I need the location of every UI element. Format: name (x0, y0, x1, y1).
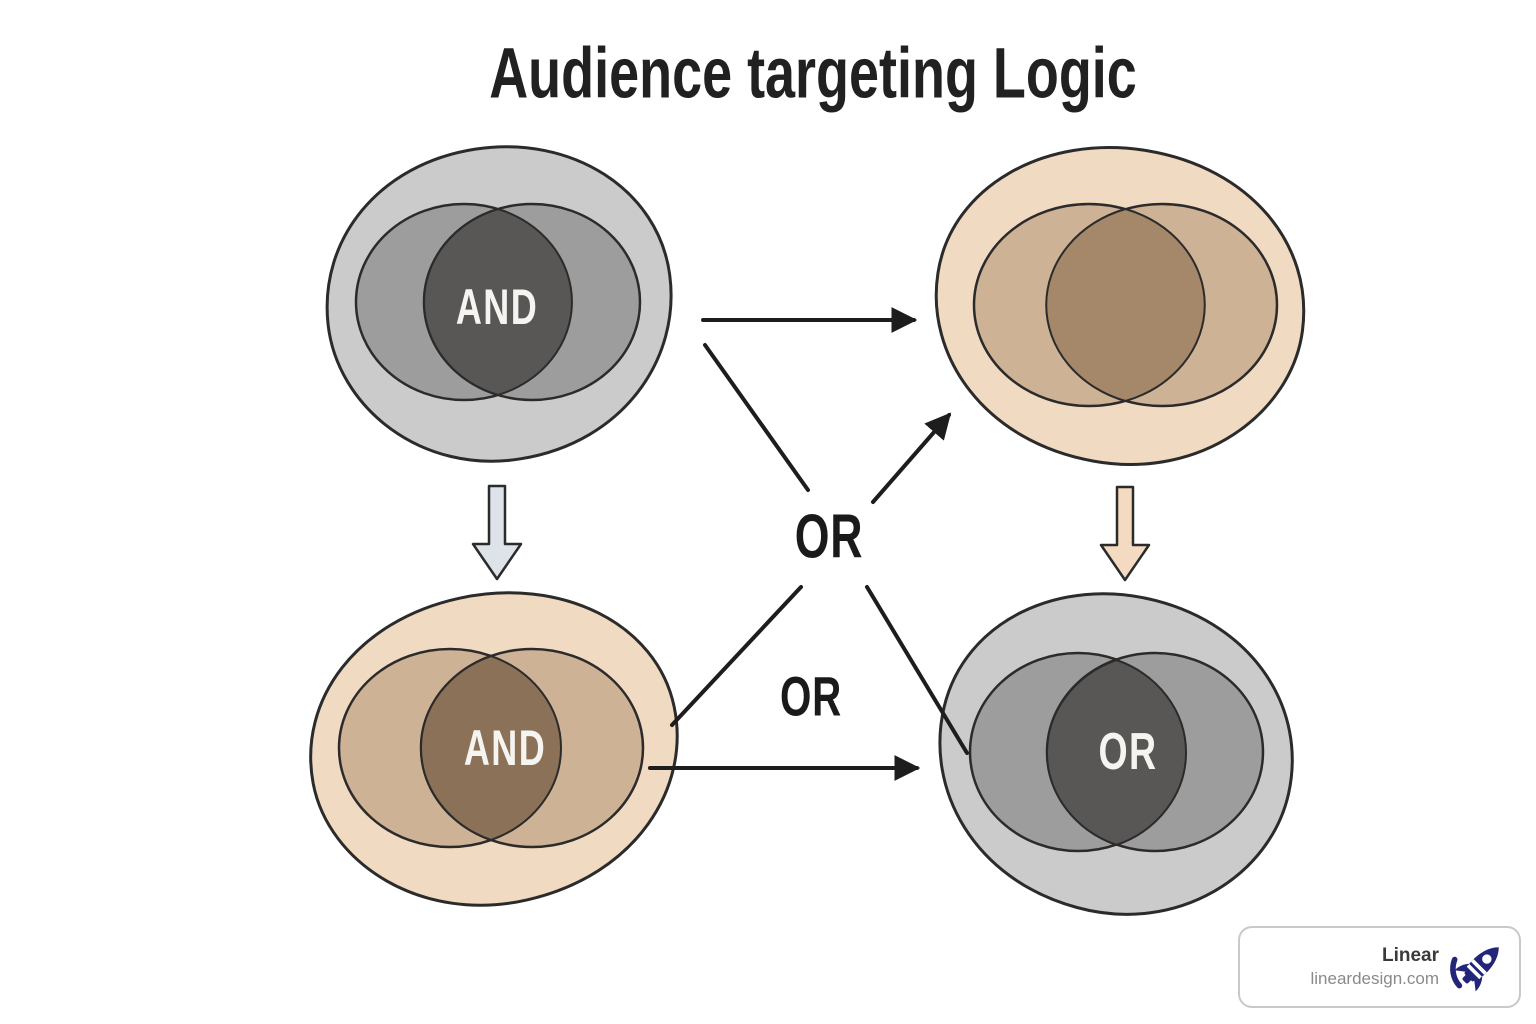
venn-top-left-intersection (423, 207, 573, 397)
diagram-title: Audience targeting Logic (489, 34, 1137, 114)
linear-logo-card: Linear lineardesign.com (1238, 926, 1521, 1008)
linear-logo-name: Linear (1381, 944, 1439, 966)
or-connector-label-upper: OR (794, 502, 864, 572)
venn-top-right (922, 133, 1317, 479)
node-label-or-bottom-right: OR (1098, 723, 1158, 781)
line-bottomleft-to-or (670, 585, 803, 727)
block-arrow-topright-to-bottomright (1099, 485, 1151, 582)
node-label-and-bottom-left: AND (463, 720, 547, 776)
line-topleft-to-or (703, 343, 810, 492)
venn-bottom-left-intersection (420, 654, 562, 842)
or-connector-label-lower: OR (780, 664, 842, 728)
block-arrow-topleft-to-bottomleft (471, 484, 523, 581)
venn-top-left (316, 136, 682, 473)
rocket-logo-icon (1450, 947, 1499, 992)
arrow-or-to-topright (871, 412, 952, 504)
linear-logo-site: lineardesign.com (1310, 969, 1439, 989)
venn-bottom-right-intersection (1046, 658, 1187, 847)
venn-bottom-right (913, 567, 1317, 941)
line-or-to-bottomright (865, 585, 969, 755)
venn-bottom-left (290, 570, 698, 928)
node-label-and-top-left: AND (455, 279, 539, 335)
venn-top-right-intersection (1045, 207, 1206, 403)
